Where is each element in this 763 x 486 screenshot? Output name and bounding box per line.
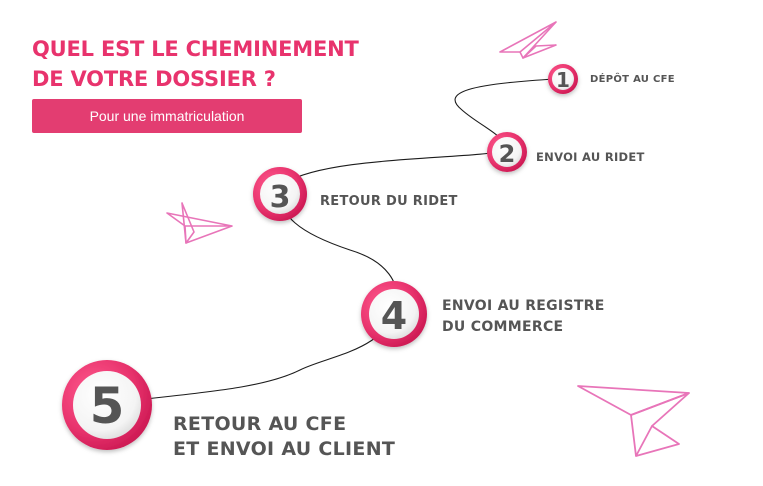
title-line-1: QUEL EST LE CHEMINEMENT (32, 37, 359, 61)
step-5-label: RETOUR AU CFE ET ENVOI AU CLIENT (173, 413, 396, 460)
paper-plane-icon (166, 202, 233, 244)
journey-path (111, 78, 556, 404)
step-2-badge: 2 (487, 132, 527, 172)
step-5-badge: 5 (62, 360, 152, 450)
subtitle-banner: Pour une immatriculation (32, 99, 302, 133)
step-4-label: ENVOI AU REGISTRE DU COMMERCE (442, 298, 605, 335)
step-2-label: ENVOI AU RIDET (536, 150, 645, 164)
paper-plane-icon (499, 21, 557, 59)
step-5-number: 5 (90, 377, 125, 435)
paper-plane-icon (577, 385, 690, 457)
step-3-badge: 3 (253, 167, 307, 221)
step-1-badge: 1 (548, 64, 578, 94)
step-1-label: DÉPÔT AU CFE (590, 74, 675, 85)
step-1-number: 1 (556, 68, 570, 92)
step-4-number: 4 (381, 294, 407, 338)
step-3-label: RETOUR DU RIDET (320, 194, 458, 209)
step-2-number: 2 (499, 140, 516, 168)
title-line-2: DE VOTRE DOSSIER ? (32, 67, 276, 91)
step-3-number: 3 (270, 180, 291, 215)
page-title: QUEL EST LE CHEMINEMENT DE VOTRE DOSSIER… (32, 34, 359, 94)
step-4-badge: 4 (361, 281, 427, 347)
